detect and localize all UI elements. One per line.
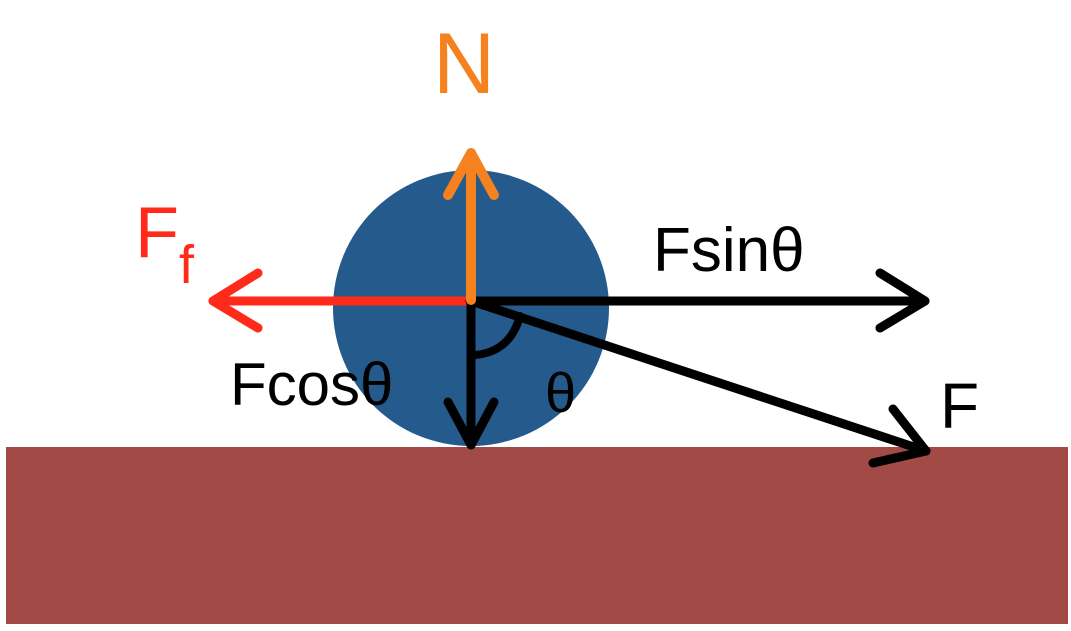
applied-force-arrow	[466, 296, 931, 468]
angle-arc	[471, 312, 524, 359]
normal-force-arrow	[443, 148, 499, 305]
friction-force-label: Ff	[135, 193, 195, 295]
horizontal-component-label: Fsinθ	[653, 216, 805, 285]
friction-force-letter: F	[135, 193, 179, 273]
applied-force-label: F	[940, 370, 979, 442]
friction-force-arrow	[208, 268, 475, 333]
vertical-component-arrow	[443, 296, 499, 450]
vertical-component-label: Fcosθ	[230, 351, 393, 418]
ground-surface	[6, 447, 1068, 624]
angle-label: θ	[545, 361, 576, 424]
normal-force-label: N	[433, 16, 495, 112]
friction-force-subscript: f	[179, 235, 195, 295]
horizontal-component-arrow	[465, 268, 930, 333]
